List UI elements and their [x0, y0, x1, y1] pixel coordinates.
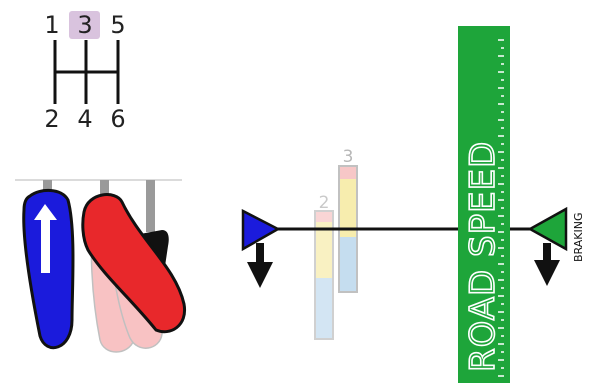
braking-label: BRAKING — [572, 213, 585, 262]
gear-3-label: 3 — [77, 11, 92, 39]
gearbox-diagram: 1 3 5 2 4 6 — [44, 11, 126, 133]
road-speed-label: ROAD SPEED — [463, 141, 503, 372]
gear-2-range-bar: 2 — [314, 193, 334, 340]
gear-range-bars: 2 3 — [314, 147, 358, 340]
road-speed-fill — [458, 26, 510, 383]
gear-6-label: 6 — [110, 105, 125, 133]
pedal-assembly — [15, 179, 187, 353]
up-arrow-icon — [34, 204, 57, 273]
gear-3-range-bar: 3 — [338, 147, 358, 293]
down-arrow-icon — [247, 243, 273, 288]
gear-2-bar-label: 2 — [319, 193, 330, 213]
road-speed-ticks — [498, 39, 504, 377]
road-speed-bar: ROAD SPEED — [458, 26, 510, 383]
brake-stem — [100, 180, 109, 200]
gear-2-label: 2 — [44, 105, 59, 133]
gear-4-label: 4 — [77, 105, 92, 133]
brake-pedal — [81, 193, 187, 334]
gear-1-label: 1 — [44, 11, 59, 39]
gear-shift-gate — [53, 40, 120, 104]
selected-gear-highlight — [69, 11, 100, 39]
down-arrow-icon — [534, 243, 560, 286]
braking-marker — [527, 206, 568, 286]
gear-5-label: 5 — [110, 11, 125, 39]
throttle-marker — [241, 208, 281, 288]
clutch-stem — [146, 180, 155, 232]
gear-3-bar-label: 3 — [343, 147, 354, 167]
